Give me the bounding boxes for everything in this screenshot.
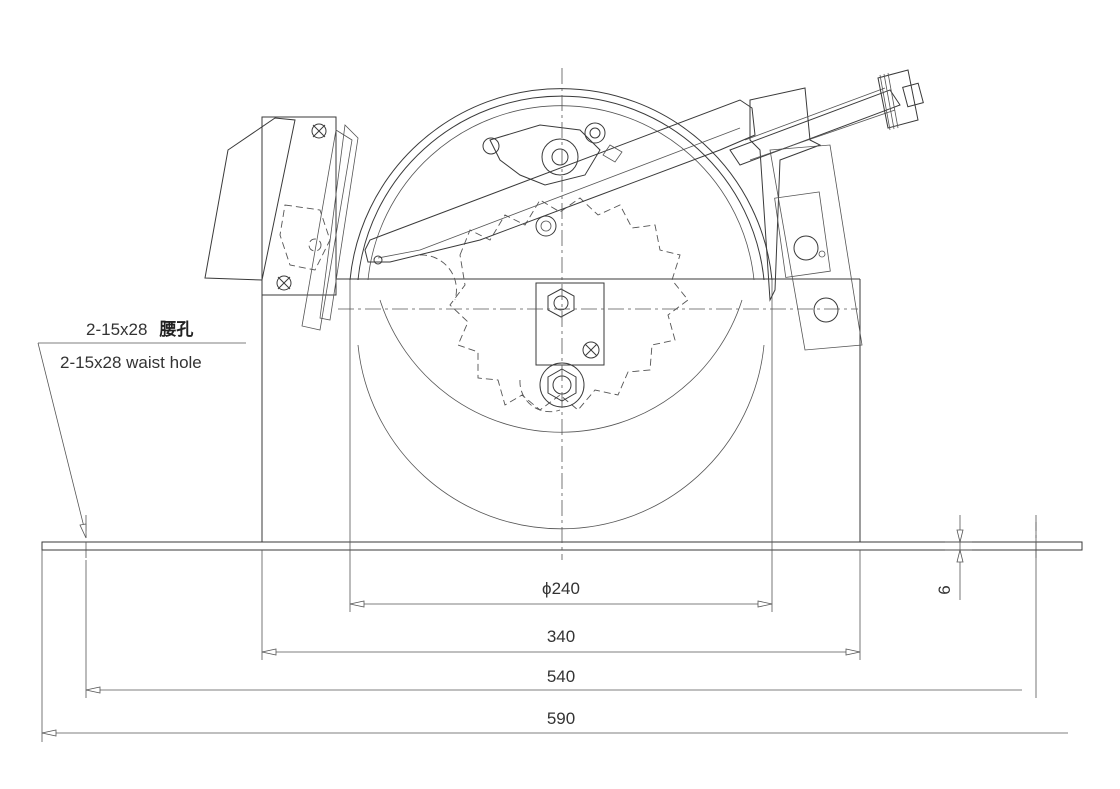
dim-590-label: 590 — [547, 709, 575, 728]
pivot-linkage — [482, 122, 623, 237]
left-bracket — [204, 116, 359, 331]
dim-thickness-label: 6 — [935, 585, 954, 594]
sheave-wheel — [349, 88, 773, 530]
callout-line1: 2-15x28 腰孔 — [86, 320, 193, 339]
dim-340: 340 — [261, 550, 861, 660]
right-circles — [793, 235, 839, 323]
dim-diameter-240: ϕ240 — [349, 542, 773, 612]
waist-hole-callout: 2-15x28 腰孔 2-15x28 waist hole — [37, 320, 246, 539]
dim-540-label: 540 — [547, 667, 575, 686]
ratchet-outline — [419, 197, 689, 413]
dim-thickness-6: 6 — [935, 515, 972, 600]
centerlines — [85, 68, 1037, 560]
dim-340-label: 340 — [547, 627, 575, 646]
upper-bolt — [547, 288, 575, 318]
left-hidden-arm — [279, 204, 331, 271]
dim-diameter-label: ϕ240 — [542, 579, 580, 598]
callout-line2: 2-15x28 waist hole — [60, 353, 202, 372]
left-bolt-top — [311, 123, 327, 139]
small-bolt — [582, 341, 600, 359]
lever-arm — [364, 99, 756, 265]
right-bracket — [749, 87, 863, 351]
left-bolt-bottom — [276, 275, 292, 291]
callout-chinese: 腰孔 — [159, 320, 193, 339]
center-plate — [535, 282, 605, 366]
callout-spec: 2-15x28 — [86, 320, 147, 339]
spring-rod-assembly — [729, 69, 924, 166]
dim-590: 590 — [41, 550, 1068, 742]
dim-540: 540 — [85, 522, 1037, 698]
